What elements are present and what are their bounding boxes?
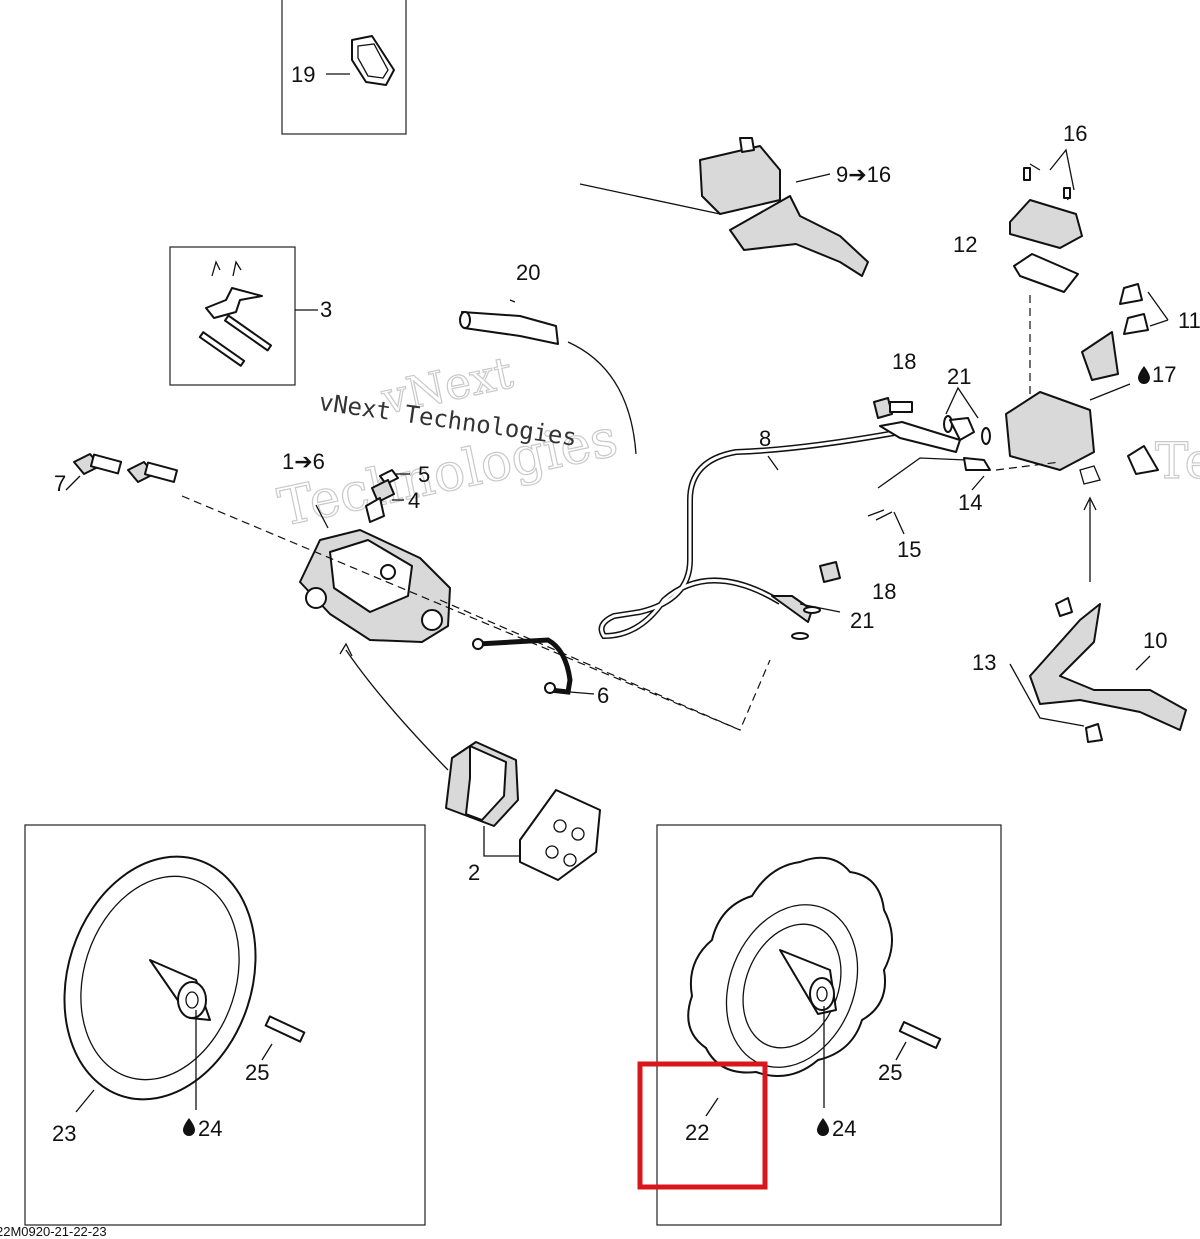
callout-11: 11 bbox=[1178, 308, 1200, 333]
part-4-5-fittings bbox=[365, 469, 410, 523]
frame-item-19 bbox=[281, 0, 407, 135]
part-7-bolts bbox=[65, 453, 179, 491]
part-10-13-levers bbox=[1009, 496, 1187, 743]
highlight-box-item-22 bbox=[637, 1061, 768, 1190]
callout-10: 10 bbox=[1143, 628, 1167, 653]
part-14-15-switch-and-wires bbox=[867, 457, 1061, 535]
part-22-wave-brake-disc bbox=[687, 856, 942, 1117]
lubricant-drop-icon-24-left bbox=[183, 1118, 195, 1136]
callout-6: 6 bbox=[597, 683, 609, 708]
callout-2: 2 bbox=[468, 860, 480, 885]
leader-caliper-line bbox=[439, 599, 741, 731]
callout-24-left: 24 bbox=[198, 1116, 222, 1141]
leader-pads-to-caliper bbox=[345, 649, 449, 771]
frame-item-23 bbox=[24, 824, 426, 1226]
callout-21-bottom: 21 bbox=[850, 608, 874, 633]
callout-8: 8 bbox=[759, 426, 771, 451]
part-8-brake-hose bbox=[598, 421, 961, 640]
part-12-16-reservoir-cover bbox=[1009, 148, 1083, 400]
callout-15: 15 bbox=[897, 537, 921, 562]
frame-item-22 bbox=[656, 824, 1002, 1226]
callout-19: 19 bbox=[291, 62, 315, 87]
part-1-6-caliper bbox=[299, 504, 451, 643]
callout-22: 22 bbox=[685, 1120, 709, 1145]
callout-4: 4 bbox=[408, 488, 420, 513]
lubricant-drop-icon-17 bbox=[1138, 366, 1150, 384]
part-23-brake-disc bbox=[63, 855, 306, 1113]
callout-25-right: 25 bbox=[878, 1060, 902, 1085]
leader-arrow-head bbox=[339, 642, 353, 657]
callout-20: 20 bbox=[516, 260, 540, 285]
callout-3: 3 bbox=[320, 297, 332, 322]
diagram-code: 22M0920-21-22-23 bbox=[0, 1224, 107, 1239]
part-2-brake-pads bbox=[445, 741, 601, 881]
part-3-pins-and-springs bbox=[198, 260, 318, 367]
part-6-brake-line bbox=[472, 637, 595, 695]
callout-24-right: 24 bbox=[832, 1116, 856, 1141]
callout-labels: 19 3 7 1➔6 5 4 6 2 20 9➔16 16 12 11 17 1… bbox=[52, 62, 1200, 1146]
part-19-clip bbox=[326, 35, 395, 86]
lubricant-drop-icon-24-right bbox=[817, 1118, 829, 1136]
callout-17: 17 bbox=[1152, 362, 1176, 387]
callout-1-to-6: 1➔6 bbox=[282, 449, 325, 474]
callout-9-to-16: 9➔16 bbox=[836, 162, 891, 187]
callout-7: 7 bbox=[54, 471, 66, 496]
watermark-edge: Te bbox=[1155, 432, 1200, 490]
part-9-16-master-cylinder bbox=[579, 137, 869, 277]
callout-12: 12 bbox=[953, 232, 977, 257]
leader-bolts-to-caliper bbox=[181, 495, 771, 731]
callout-13: 13 bbox=[972, 650, 996, 675]
callout-16: 16 bbox=[1063, 121, 1087, 146]
callout-5: 5 bbox=[418, 462, 430, 487]
part-17-master-cylinder-right bbox=[1005, 283, 1169, 485]
callout-14: 14 bbox=[958, 490, 982, 515]
callout-21-top: 21 bbox=[947, 364, 971, 389]
frame-item-3 bbox=[169, 246, 296, 386]
callout-23: 23 bbox=[52, 1121, 76, 1146]
callout-18-top: 18 bbox=[892, 349, 916, 374]
callout-25-left: 25 bbox=[245, 1060, 269, 1085]
part-20-sleeve bbox=[459, 299, 637, 455]
part-18-21-banjo-and-washers bbox=[791, 386, 991, 640]
callout-18-bottom: 18 bbox=[872, 579, 896, 604]
